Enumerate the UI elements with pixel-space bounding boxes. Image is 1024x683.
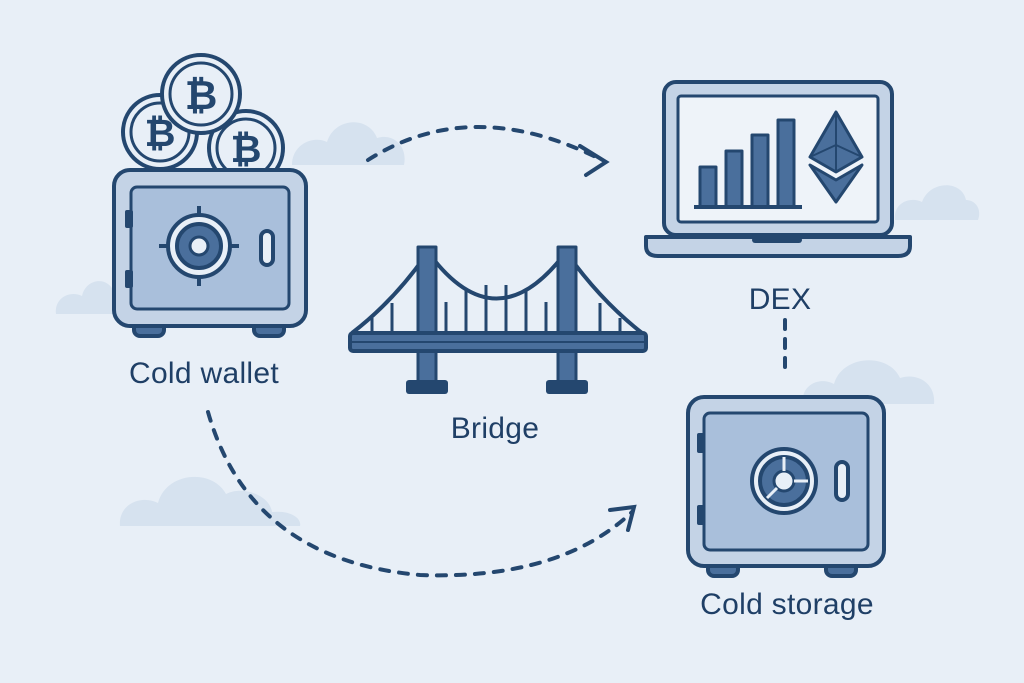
cloud-icon — [292, 122, 405, 165]
connectors — [206, 125, 787, 578]
bridge-icon — [348, 245, 648, 394]
combination-dial-icon — [159, 206, 239, 286]
connector-cold-wallet-to-cold-storage — [206, 410, 634, 578]
bar-chart-icon — [694, 118, 802, 209]
cold-storage-safe-icon — [686, 395, 886, 578]
connector-cold-wallet-to-dex — [366, 125, 600, 162]
svg-text:₿: ₿ — [231, 127, 262, 171]
bitcoin-coin-icon: ₿ — [160, 53, 242, 135]
arrowhead-icon — [608, 504, 637, 532]
bridge-label: Bridge — [450, 412, 540, 445]
combination-dial-icon — [750, 447, 818, 515]
ethereum-icon — [808, 110, 864, 204]
cloud-icon — [55, 281, 114, 314]
dex-laptop-icon — [644, 80, 912, 258]
cloud-icon — [802, 360, 935, 404]
cloud-icon — [894, 185, 980, 220]
cloud-icon — [119, 476, 301, 526]
dex-label: DEX — [748, 283, 812, 316]
svg-text:₿: ₿ — [185, 73, 218, 119]
cold-wallet-label: Cold wallet — [128, 357, 280, 390]
cold-wallet-icon: ₿ ₿ ₿ — [112, 53, 308, 338]
arrowhead-icon — [578, 144, 610, 177]
cold-storage-label: Cold storage — [700, 588, 874, 621]
